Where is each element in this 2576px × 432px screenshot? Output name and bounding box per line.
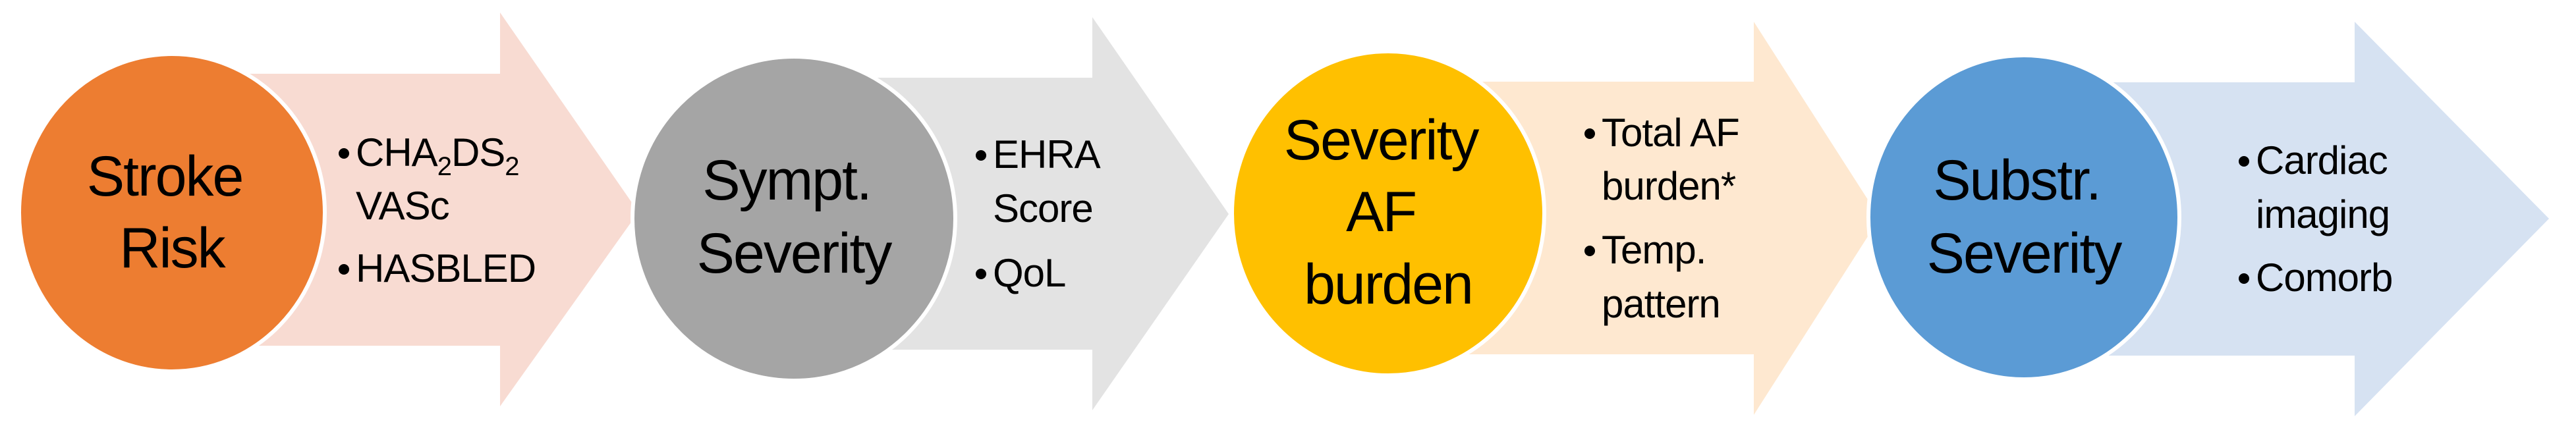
bullet-item-comorbidities: Comorb [2256,256,2392,300]
bullet-icon [1584,128,1595,139]
bullet-icon [2239,273,2249,284]
stage-title: Stroke Risk [87,145,257,280]
stage-substrate-severity: Substr. Severity Cardiac imaging Comorb [1866,22,2549,416]
bullet-icon [1584,246,1595,256]
stage-symptom-severity: Sympt. Severity EHRA Score QoL [630,17,1229,410]
stage-af-burden-severity: Severity AF burden Total AF burden* Temp… [1230,22,1880,415]
stage-circle [1230,49,1546,377]
stage-stroke-risk: Stroke Risk CHA2DS2 VASc HASBLED [17,13,638,406]
bullet-icon [339,148,349,159]
bullet-item-hasbled: HASBLED [356,246,536,290]
bullet-icon [976,269,986,279]
bullet-item-total-af-burden: Total AF burden* [1602,111,1749,208]
stage-title: Sympt. Severity [697,149,893,285]
bullet-item-ehra-score: EHRA Score [993,132,1108,230]
bullet-icon [339,264,349,275]
bullet-icon [2239,156,2249,167]
bullet-item-cha2ds2-vasc: CHA2DS2 VASc [356,130,529,228]
bullet-item-qol: QoL [993,251,1065,295]
stage-circle [17,52,327,373]
bullet-icon [976,150,986,161]
bullet-item-cardiac-imaging: Cardiac imaging [2256,138,2397,236]
stage-arrow [2024,22,2549,416]
stage-title: Severity AF burden [1284,109,1493,316]
stage-title: Substr. Severity [1927,149,2123,285]
stage-circle [1866,53,2181,381]
stage-circle [630,55,957,383]
bullet-item-temporal-pattern: Temp. pattern [1602,228,1720,326]
